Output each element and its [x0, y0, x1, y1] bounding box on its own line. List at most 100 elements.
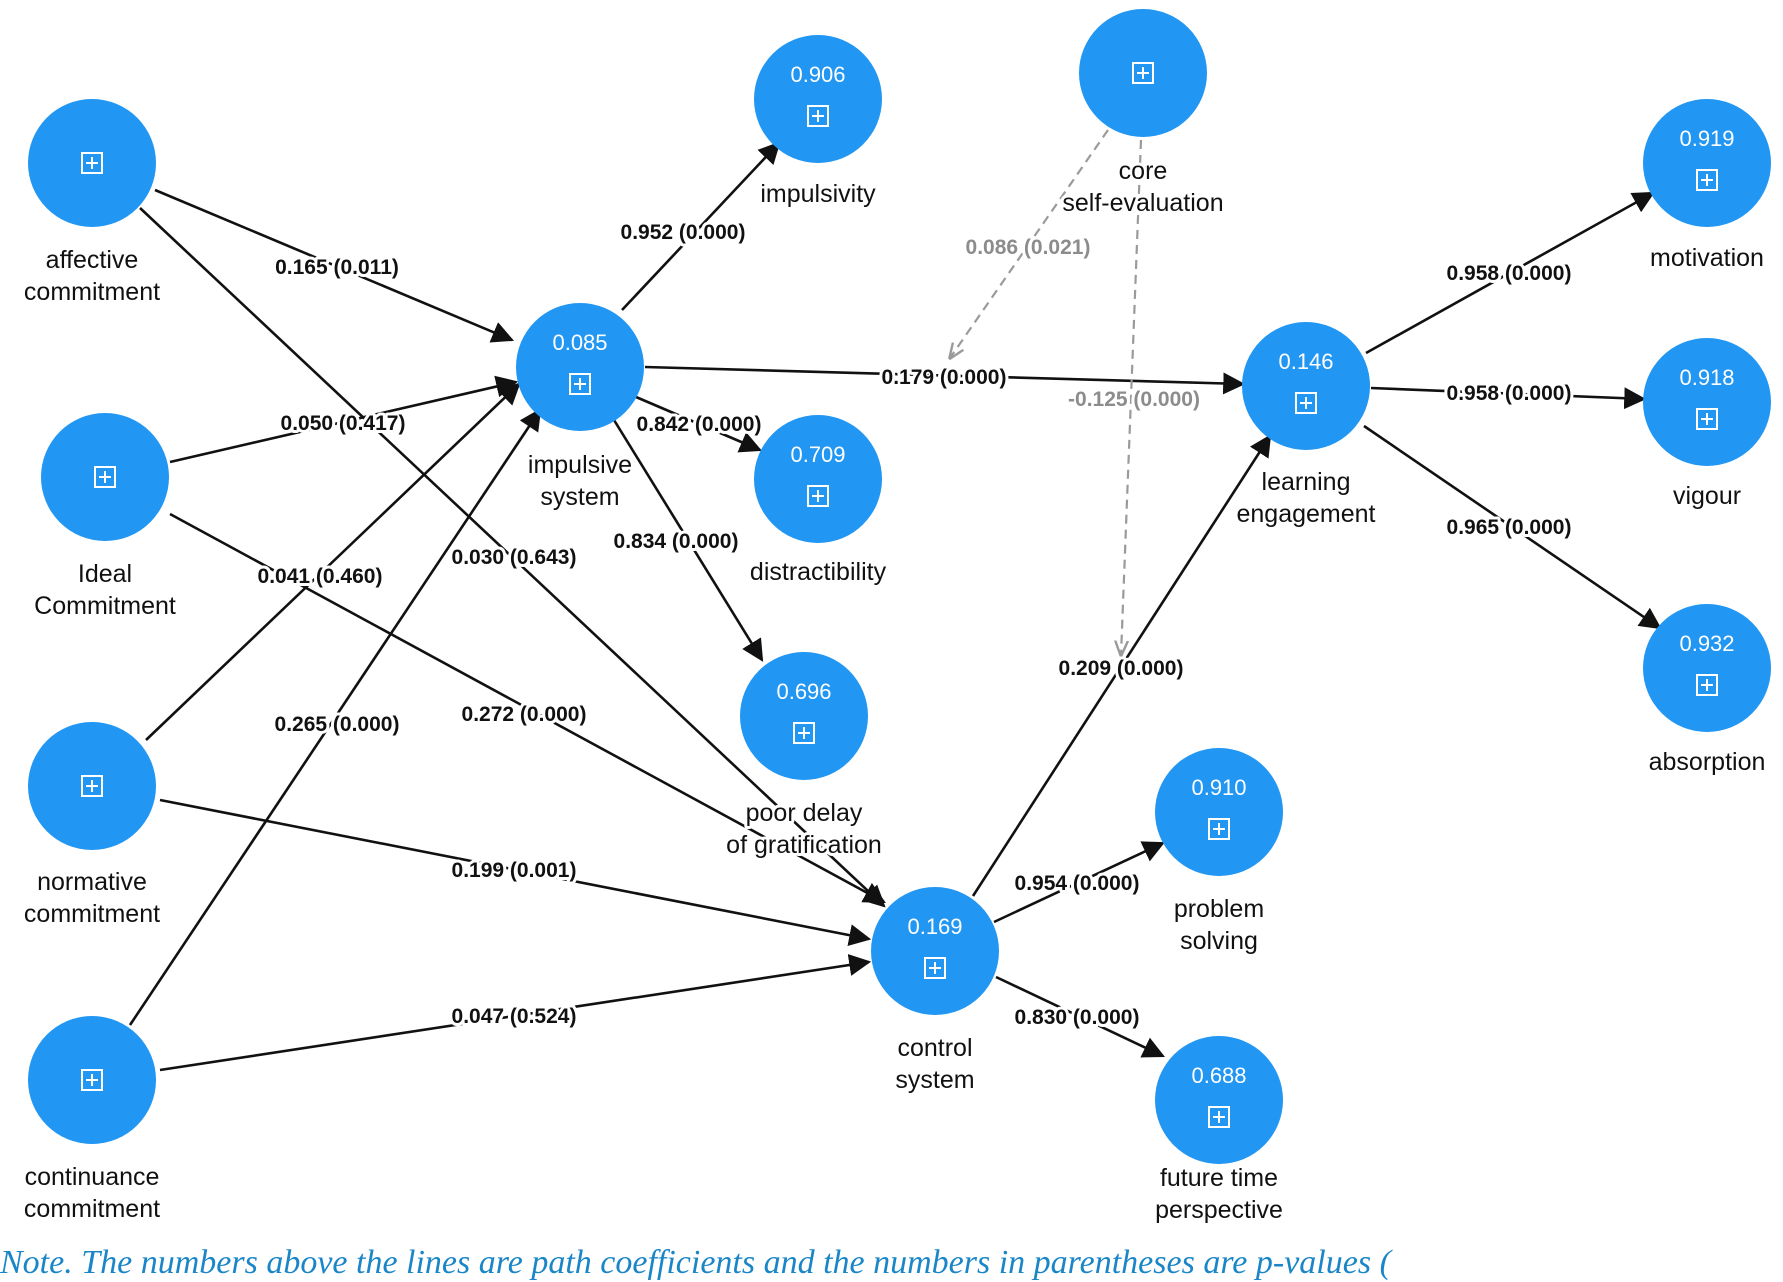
construct-label-core: self-evaluation — [1062, 189, 1223, 217]
construct-circle[interactable] — [754, 35, 882, 163]
path-arrow-core-control-learning-path — [1121, 139, 1143, 655]
plus-box-icon[interactable] — [569, 373, 591, 395]
construct-label-future: perspective — [1155, 1196, 1283, 1224]
path-coefficient-label: 0.050 (0.417) — [281, 412, 406, 435]
path-coefficient-label: 0.179 (0.000) — [882, 366, 1007, 389]
r-squared-value: 0.169 — [907, 914, 962, 939]
construct-label-impulsive: system — [540, 483, 619, 511]
construct-circle[interactable] — [1155, 1036, 1283, 1164]
path-arrow-impulsive-poordelay — [612, 419, 764, 662]
construct-circle[interactable] — [1643, 99, 1771, 227]
construct-label-distractibility: distractibility — [750, 558, 887, 586]
construct-circle[interactable] — [754, 415, 882, 543]
construct-node-distractibility[interactable]: 0.709 — [754, 415, 882, 543]
r-squared-value: 0.146 — [1278, 349, 1333, 374]
construct-circle[interactable] — [871, 887, 999, 1015]
plus-box-icon[interactable] — [1696, 169, 1718, 191]
plus-box-icon[interactable] — [1295, 392, 1317, 414]
construct-label-normative: normative — [37, 868, 147, 896]
construct-node-impulsive[interactable]: 0.085 — [516, 303, 644, 431]
construct-node-affective[interactable] — [28, 99, 156, 227]
plus-box-icon[interactable] — [807, 485, 829, 507]
construct-node-problem[interactable]: 0.910 — [1155, 748, 1283, 876]
path-arrow-affective-control — [139, 207, 886, 908]
path-coefficient-label: 0.830 (0.000) — [1015, 1006, 1140, 1029]
path-arrow-affective-impulsive — [154, 188, 515, 343]
construct-node-vigour[interactable]: 0.918 — [1643, 338, 1771, 466]
construct-label-learning: engagement — [1236, 500, 1375, 528]
construct-label-control: control — [897, 1034, 972, 1062]
construct-label-ideal: Ideal — [78, 560, 132, 588]
construct-label-future: future time — [1160, 1164, 1278, 1192]
plus-box-icon[interactable] — [81, 152, 103, 174]
path-coefficient-label: 0.965 (0.000) — [1447, 516, 1572, 539]
construct-circle[interactable] — [1155, 748, 1283, 876]
path-arrow-impulsive-impulsivity — [621, 141, 781, 311]
construct-node-continuance[interactable] — [28, 1016, 156, 1144]
construct-node-poordelay[interactable]: 0.696 — [740, 652, 868, 780]
path-coefficient-label: 0.165 (0.011) — [275, 256, 399, 279]
plus-box-icon[interactable] — [1208, 1106, 1230, 1128]
path-arrow-ideal-control — [169, 512, 886, 904]
construct-label-ideal: Commitment — [34, 592, 176, 620]
path-arrow-impulsive-distractibility — [635, 395, 763, 453]
path-coefficient-label: 0.842 (0.000) — [637, 413, 762, 436]
path-coefficient-label: 0.030 (0.643) — [452, 546, 577, 569]
path-coefficient-label: 0.086 (0.021) — [966, 236, 1091, 259]
construct-node-control[interactable]: 0.169 — [871, 887, 999, 1015]
construct-label-affective: commitment — [24, 278, 160, 306]
construct-circle[interactable] — [1643, 604, 1771, 732]
plus-box-icon[interactable] — [1696, 408, 1718, 430]
path-coefficient-label: 0.952 (0.000) — [621, 221, 746, 244]
path-coefficient-label: 0.958 (0.000) — [1447, 262, 1572, 285]
construct-node-future[interactable]: 0.688 — [1155, 1036, 1283, 1164]
construct-node-ideal[interactable] — [41, 413, 169, 541]
path-arrow-normative-control — [159, 798, 872, 946]
plus-box-icon[interactable] — [81, 775, 103, 797]
construct-circle[interactable] — [1242, 322, 1370, 450]
construct-circle[interactable] — [740, 652, 868, 780]
plus-box-icon[interactable] — [94, 466, 116, 488]
construct-label-impulsivity: impulsivity — [760, 180, 876, 208]
r-squared-value: 0.918 — [1679, 365, 1734, 390]
path-arrow-impulsive-learning — [644, 365, 1246, 395]
path-arrow-control-learning — [971, 434, 1272, 897]
path-coefficient-label: 0.041 (0.460) — [258, 565, 383, 588]
plus-box-icon[interactable] — [1696, 674, 1718, 696]
path-coefficient-label: 0.834 (0.000) — [614, 530, 739, 553]
path-coefficient-label: 0.272 (0.000) — [462, 703, 587, 726]
r-squared-value: 0.085 — [552, 330, 607, 355]
construct-node-core[interactable] — [1079, 9, 1207, 137]
plus-box-icon[interactable] — [81, 1069, 103, 1091]
construct-node-learning[interactable]: 0.146 — [1242, 322, 1370, 450]
path-coefficient-label: 0.265 (0.000) — [275, 713, 400, 736]
construct-node-motivation[interactable]: 0.919 — [1643, 99, 1771, 227]
construct-node-absorption[interactable]: 0.932 — [1643, 604, 1771, 732]
plus-box-icon[interactable] — [924, 957, 946, 979]
construct-node-impulsivity[interactable]: 0.906 — [754, 35, 882, 163]
plus-box-icon[interactable] — [1132, 62, 1154, 84]
path-arrow-ideal-impulsive — [169, 375, 519, 464]
path-arrow-continuance-impulsive — [128, 408, 542, 1026]
construct-node-normative[interactable] — [28, 722, 156, 850]
r-squared-value: 0.696 — [776, 679, 831, 704]
construct-label-learning: learning — [1262, 468, 1351, 496]
r-squared-value: 0.932 — [1679, 631, 1734, 656]
construct-label-poordelay: of gratification — [726, 831, 882, 859]
path-coefficient-label: 0.958 (0.000) — [1447, 382, 1572, 405]
plus-box-icon[interactable] — [807, 105, 829, 127]
construct-label-absorption: absorption — [1649, 748, 1766, 776]
plus-box-icon[interactable] — [1208, 818, 1230, 840]
construct-label-vigour: vigour — [1673, 482, 1741, 510]
path-arrow-control-future — [995, 975, 1165, 1058]
r-squared-value: 0.906 — [790, 62, 845, 87]
construct-label-continuance: continuance — [25, 1163, 160, 1191]
plus-box-icon[interactable] — [793, 722, 815, 744]
construct-circle[interactable] — [516, 303, 644, 431]
path-coefficient-label: 0.954 (0.000) — [1015, 872, 1140, 895]
path-arrow-core-impulsive-learning-path — [950, 129, 1109, 358]
path-arrow-learning-absorption — [1363, 424, 1662, 630]
construct-label-continuance: commitment — [24, 1195, 160, 1223]
construct-circle[interactable] — [1643, 338, 1771, 466]
construct-label-impulsive: impulsive — [528, 451, 632, 479]
